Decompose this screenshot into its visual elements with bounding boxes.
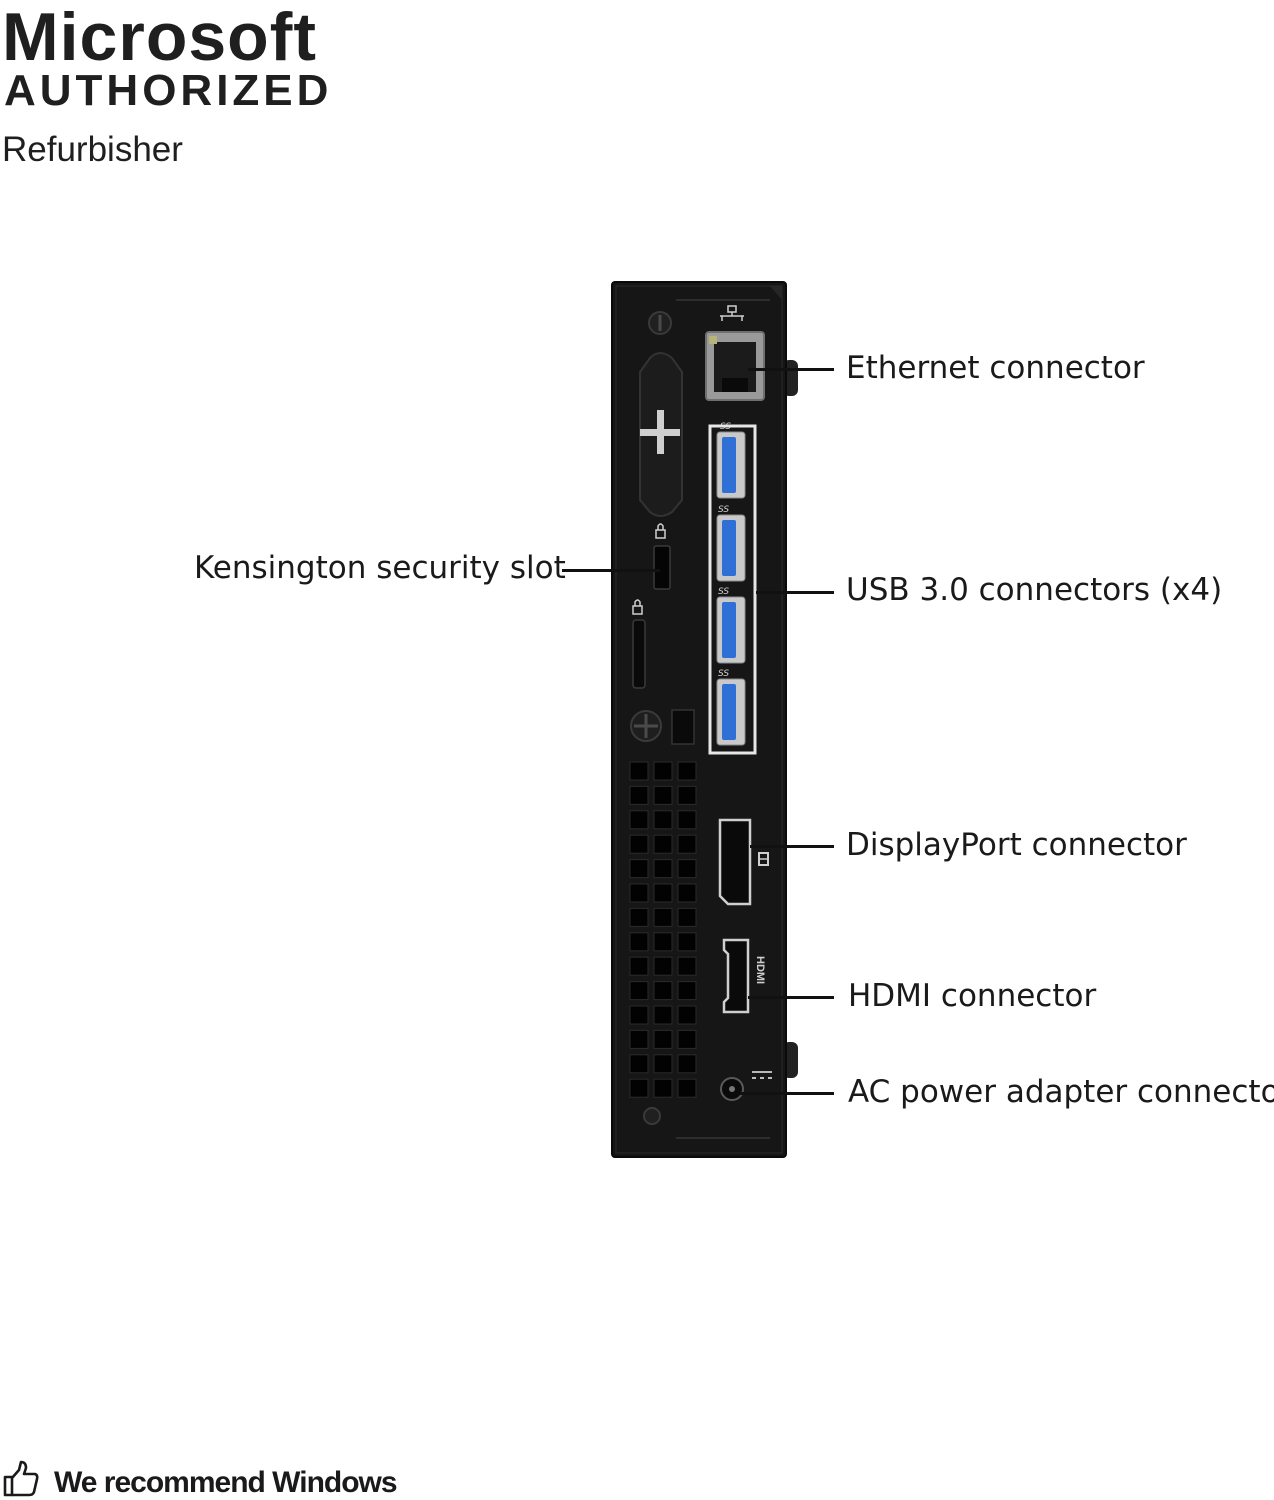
vent-slot (629, 834, 649, 854)
displayport-port[interactable] (718, 818, 752, 906)
vent-slot (677, 883, 697, 903)
usb-ss-logo: SS (718, 505, 729, 515)
vent-slot (653, 785, 673, 805)
footer-recommendation: We recommend Windows (0, 1460, 600, 1500)
hdmi-callout: HDMI connector (848, 978, 1097, 1014)
ethernet-port-clip (722, 378, 748, 392)
usb-port-tongue (722, 520, 736, 576)
vent-slot (629, 859, 649, 879)
padlock-ring-slot[interactable] (632, 619, 646, 689)
vent-slot (677, 810, 697, 830)
vent-slot (653, 1078, 673, 1098)
power-port-pin (729, 1086, 735, 1092)
footer-text: We recommend Windows (54, 1466, 398, 1499)
usb-ss-logo: SS (718, 587, 729, 597)
knockout-plus-h (640, 429, 680, 436)
usb-port-tongue (722, 437, 736, 493)
usb-leader (756, 591, 834, 594)
vent-slot (653, 1054, 673, 1074)
vent-slot (677, 932, 697, 952)
vent-slot (629, 956, 649, 976)
hdmi-leader (748, 996, 834, 999)
ethernet-leader (748, 368, 834, 371)
network-icon (720, 305, 744, 321)
bottom-screw (643, 1107, 661, 1125)
vent-slot (677, 956, 697, 976)
kensington-callout: Kensington security slot (194, 550, 566, 586)
displayport-leader (750, 845, 834, 848)
padlock-icon (632, 599, 643, 615)
dc-power-icon (752, 1071, 772, 1079)
usb-callout: USB 3.0 connectors (x4) (846, 572, 1223, 608)
vent-slot (677, 1029, 697, 1049)
usb-port-tongue (722, 684, 736, 740)
displayport-logo-icon (758, 852, 769, 866)
badge-subtitle: AUTHORIZED (4, 66, 333, 115)
vent-slot (629, 785, 649, 805)
kensington-leader (562, 569, 660, 572)
power-leader (740, 1092, 834, 1095)
vent-slot (677, 834, 697, 854)
hdmi-logo: HDMI (754, 956, 766, 984)
vent-slot (653, 1005, 673, 1025)
vent-slot (677, 1054, 697, 1074)
vent-slot (653, 932, 673, 952)
vent-slot (677, 859, 697, 879)
vent-slot (629, 883, 649, 903)
usb-ports: SS SS SS (716, 431, 746, 746)
vent-slot (653, 956, 673, 976)
chassis-release-tab[interactable] (671, 709, 695, 745)
ethernet-callout: Ethernet connector (846, 350, 1145, 386)
vent-slot (653, 1029, 673, 1049)
vent-slot (629, 761, 649, 781)
top-trim (680, 286, 782, 300)
vent-slot (653, 810, 673, 830)
power-callout: AC power adapter connector (848, 1074, 1274, 1110)
vent-slot (653, 907, 673, 927)
displayport-callout: DisplayPort connector (846, 827, 1187, 863)
vent-slot (653, 761, 673, 781)
usb-ss-logo: SS (718, 669, 729, 679)
mini-pc-rear-panel: SS SS SS SS HDMI (611, 281, 798, 1158)
vent-slot (629, 1054, 649, 1074)
badge-caption: Refurbisher (2, 130, 183, 169)
ethernet-port-led (709, 336, 717, 344)
vent-slot (677, 761, 697, 781)
vent-slot (677, 907, 697, 927)
vent-slot (629, 981, 649, 1001)
vent-slot (653, 883, 673, 903)
vent-slot (677, 981, 697, 1001)
chassis-bevel (615, 285, 783, 1154)
badge-title: Microsoft (2, 0, 317, 75)
vent-slot (629, 1029, 649, 1049)
vent-slot (653, 834, 673, 854)
vent-slot (677, 1005, 697, 1025)
vent-slot (629, 1005, 649, 1025)
vent-slot (629, 1078, 649, 1098)
kensington-lock-icon (655, 523, 666, 539)
thumbs-up-icon (3, 1460, 39, 1497)
usb-group-frame (708, 424, 757, 755)
vent-slot (629, 932, 649, 952)
vent-slot (653, 859, 673, 879)
hdmi-port[interactable] (722, 938, 750, 1014)
kensington-slot[interactable] (653, 545, 671, 590)
vent-slot (653, 981, 673, 1001)
vent-slot (677, 1078, 697, 1098)
vent-slot (629, 907, 649, 927)
vent-slot (677, 785, 697, 805)
vent-grille (629, 761, 697, 1098)
usb-port-tongue (722, 602, 736, 658)
vent-slot (629, 810, 649, 830)
